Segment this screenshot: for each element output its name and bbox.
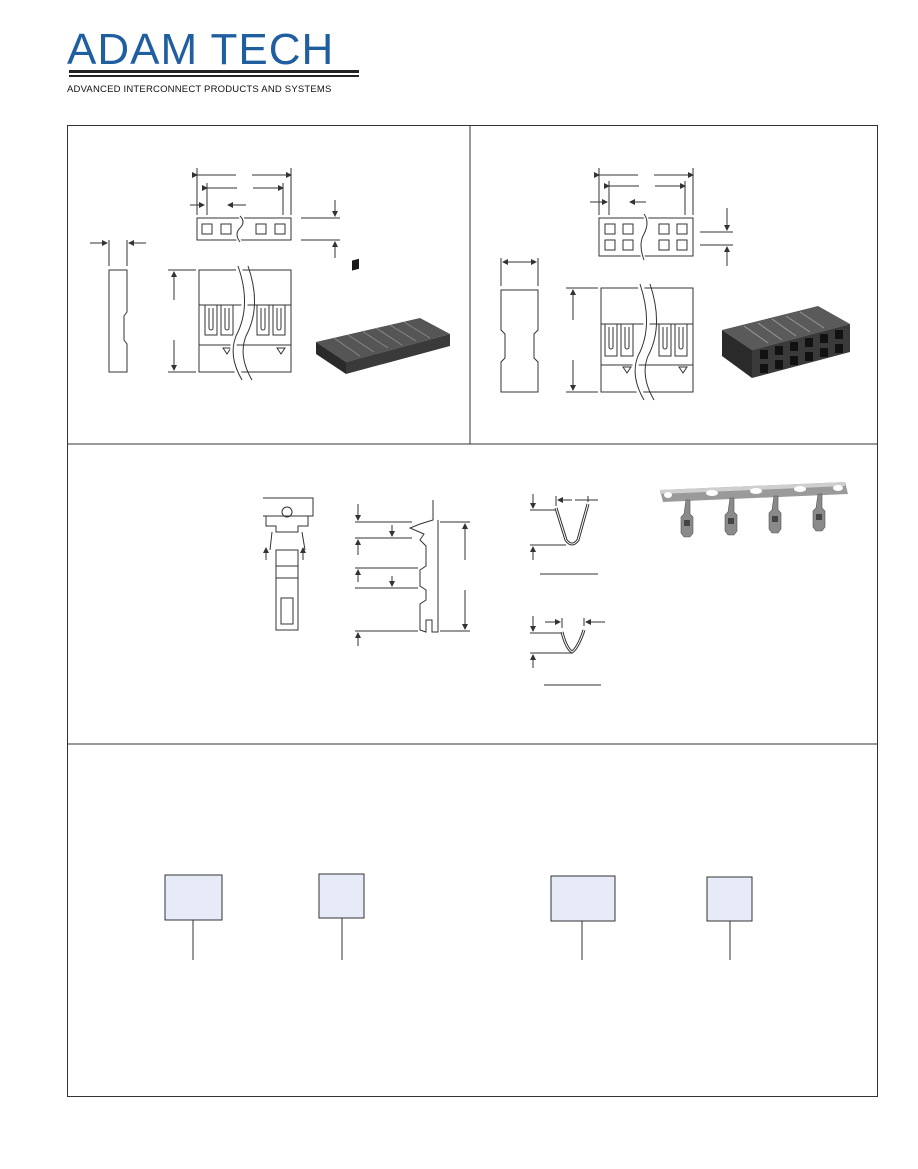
logo-underline-thin: [69, 75, 359, 77]
datasheet-frame: [67, 125, 878, 1097]
contact-front-view: [263, 497, 314, 631]
single-row-front-view: [168, 265, 292, 382]
logo-underline: [69, 70, 359, 73]
ordering-diagram: [164, 873, 753, 960]
contact-side-view: [355, 500, 470, 646]
section-dividers: [67, 125, 878, 745]
dual-row-housing-photo: [722, 306, 850, 378]
contact-strip-photo: [660, 482, 848, 538]
ordering-box-2: [318, 873, 365, 919]
ordering-box-1: [164, 874, 223, 921]
single-row-housing-photo: [316, 258, 450, 374]
dual-row-front-view: [566, 283, 694, 402]
company-logo: ADAM TECH: [67, 28, 362, 98]
company-tagline: ADVANCED INTERCONNECT PRODUCTS AND SYSTE…: [67, 84, 332, 95]
crimp-section-insulation: [530, 616, 605, 686]
logo-wordmark: ADAM TECH: [67, 25, 335, 74]
ordering-box-3: [550, 875, 616, 922]
single-row-side-view: [90, 240, 146, 373]
single-row-top-view: [190, 168, 340, 258]
ordering-box-4: [706, 876, 753, 922]
crimp-section-wire: [530, 494, 598, 575]
dual-row-top-view: [590, 168, 733, 266]
dual-row-side-view: [500, 258, 539, 393]
